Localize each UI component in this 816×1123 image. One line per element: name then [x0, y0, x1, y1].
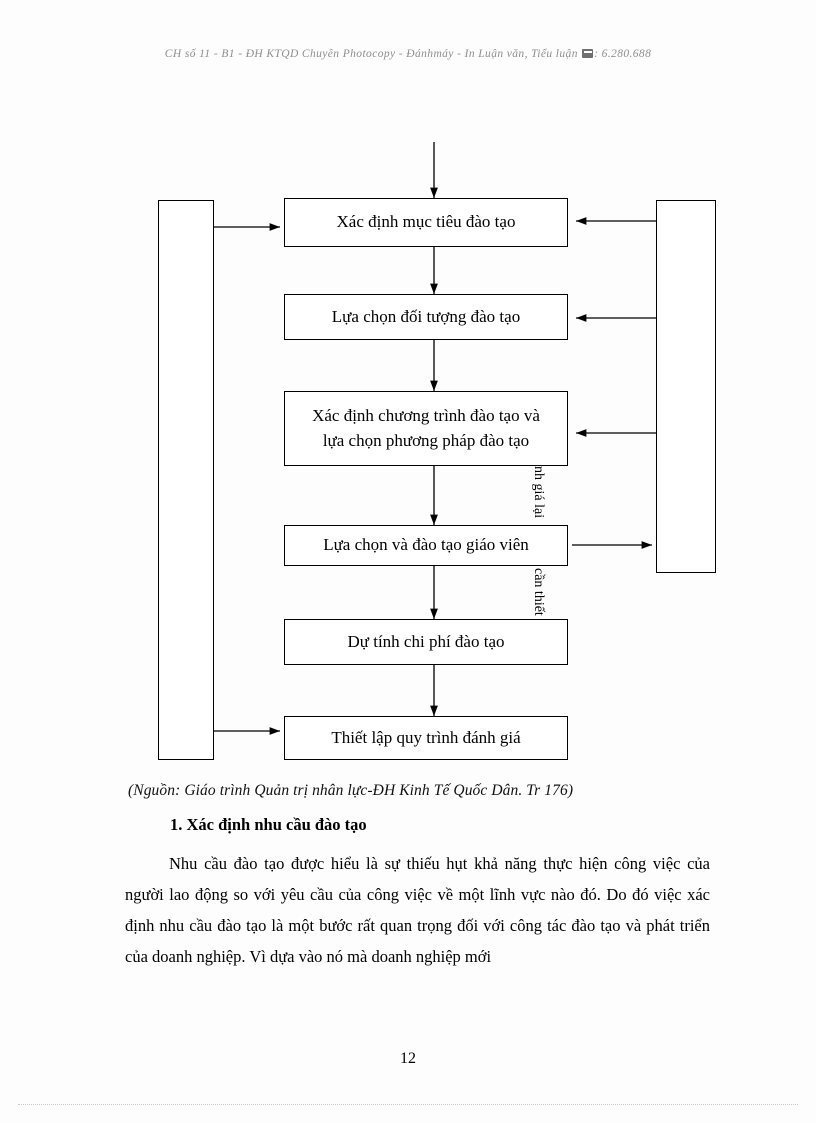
page-bottom-rule — [18, 1104, 798, 1105]
figure-source-caption: (Nguồn: Giáo trình Quản trị nhân lực-ĐH … — [128, 782, 574, 799]
training-process-flowchart: Xác định mục tiêu đào tạo Lựa chọn đối t… — [158, 142, 716, 760]
node-label: Thiết lập quy trình đánh giá — [331, 727, 521, 747]
node-chuong-trinh-phuong-phap: Xác định chương trình đào tạo và lựa chọ… — [284, 391, 568, 466]
running-header-text-start: CH số 11 - B1 - ĐH KTQD Chuyên Photocopy… — [164, 48, 582, 60]
node-label: Dự tính chi phí đào tạo — [347, 631, 505, 651]
node-label: Lựa chọn và đào tạo giáo viên — [323, 535, 529, 555]
vertical-label-can-thiet: cần thiết — [531, 568, 546, 616]
left-feedback-rail — [158, 200, 214, 760]
node-du-tinh-chi-phi: Dự tính chi phí đào tạo — [284, 619, 568, 665]
vertical-label-danh-gia-lai: nh giá lại — [531, 466, 546, 519]
page-number: 12 — [400, 1050, 416, 1067]
node-label: Lựa chọn đối tượng đào tạo — [331, 306, 521, 326]
node-label: Xác định mục tiêu đào tạo — [336, 212, 516, 232]
node-xac-dinh-muc-tieu: Xác định mục tiêu đào tạo — [284, 198, 568, 247]
telephone-icon — [582, 49, 594, 58]
running-header: CH số 11 - B1 - ĐH KTQD Chuyên Photocopy… — [0, 48, 816, 60]
running-header-text-end: : 6.280.688 — [594, 48, 652, 60]
node-lua-chon-doi-tuong: Lựa chọn đối tượng đào tạo — [284, 294, 568, 340]
node-thiet-lap-quy-trinh-danh-gia: Thiết lập quy trình đánh giá — [284, 716, 568, 760]
node-label: Xác định chương trình đào tạo và lựa chọ… — [312, 405, 540, 450]
node-lua-chon-dao-tao-giao-vien: Lựa chọn và đào tạo giáo viên — [284, 525, 568, 566]
section-heading: 1. Xác định nhu cầu đào tạo — [170, 815, 367, 834]
flowchart-connectors — [214, 142, 656, 735]
section-paragraph: Nhu cầu đào tạo được hiểu là sự thiếu hụ… — [125, 854, 710, 966]
right-feedback-rail — [656, 200, 716, 573]
